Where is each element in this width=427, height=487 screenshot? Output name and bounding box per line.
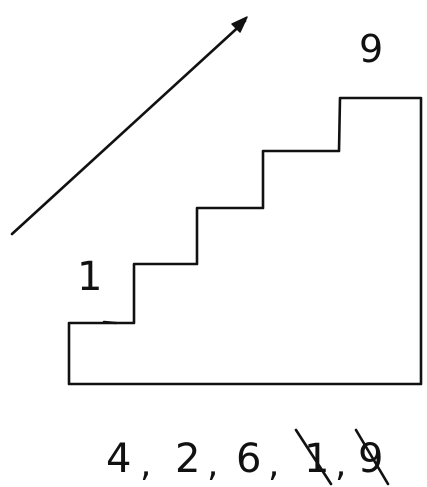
sequence-comma-2: , <box>207 444 218 485</box>
sequence-item-5: 9 <box>358 436 383 482</box>
staircase-outline <box>69 98 421 384</box>
sequence-item-3: 6 <box>236 436 261 482</box>
number-sequence: 4 , 2 , 6 , 1 , 9 <box>106 430 388 485</box>
sequence-comma-1: , <box>140 444 151 485</box>
sequence-item-2: 2 <box>175 436 200 482</box>
arrow-shaft <box>12 21 245 234</box>
bottom-step-label: 1 <box>77 254 102 300</box>
up-arrow-icon <box>12 17 247 234</box>
step-tick <box>104 322 116 323</box>
top-step-label: 9 <box>359 27 383 71</box>
sequence-item-1: 4 <box>106 436 131 482</box>
sequence-comma-4: , <box>335 444 346 485</box>
sequence-comma-3: , <box>268 444 279 485</box>
